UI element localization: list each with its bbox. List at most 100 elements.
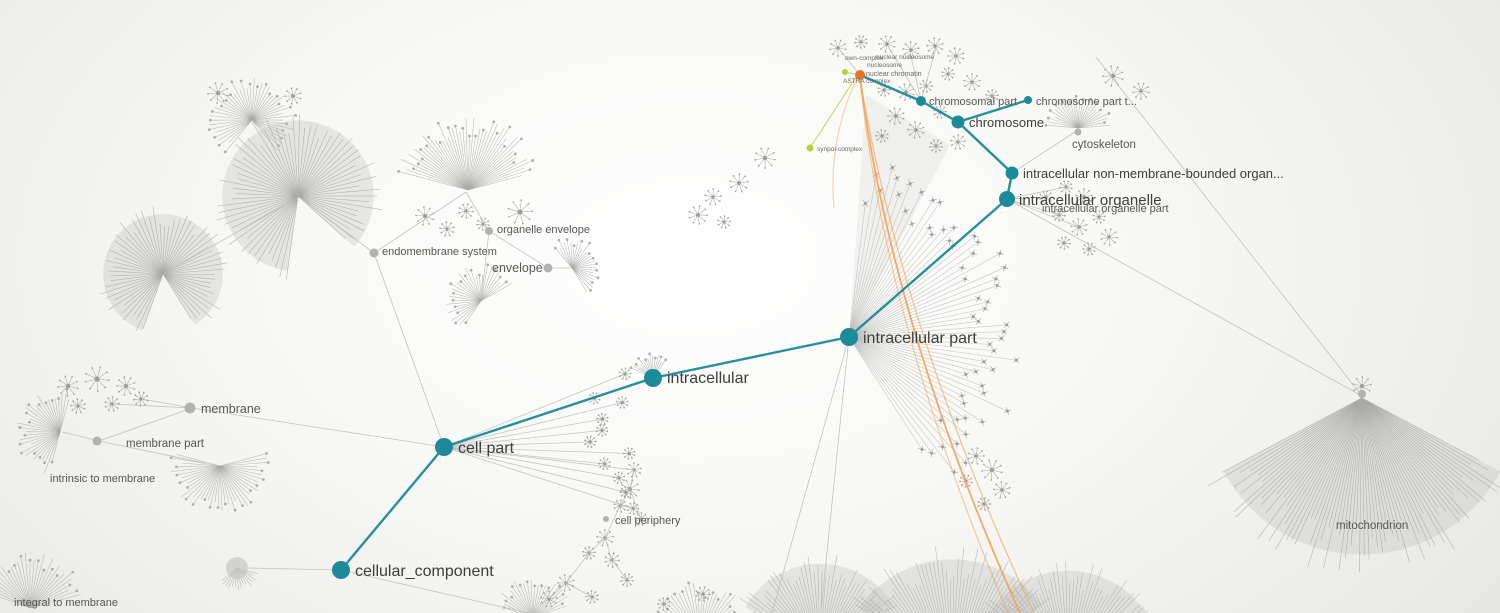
graph-node-green-dot[interactable] (842, 69, 848, 75)
graph-edge (373, 252, 445, 448)
leaf-cluster[interactable] (887, 107, 905, 125)
graph-node-mitochondrion[interactable] (1358, 390, 1366, 398)
leaf-cluster[interactable] (981, 459, 1003, 481)
leaf-cluster[interactable] (941, 67, 955, 81)
graph-node-pie-node[interactable] (226, 557, 248, 579)
leaf-cluster[interactable] (902, 41, 920, 59)
graph-node-chromosomal-part[interactable] (916, 96, 926, 106)
node-label: intracellular part (863, 330, 977, 347)
leaf-cluster[interactable] (704, 188, 722, 206)
graph-node-chromosome[interactable] (951, 115, 965, 129)
leaf-cluster[interactable] (717, 215, 731, 229)
tiny-node-label: nuclear chromatin (866, 71, 922, 78)
leaf-cluster[interactable] (1057, 236, 1071, 250)
graph-edge (909, 51, 922, 102)
leaf-cluster[interactable] (70, 398, 86, 414)
leaf-cluster[interactable] (1082, 242, 1096, 256)
graph-node-intracellular-part[interactable] (840, 328, 858, 346)
leaf-cluster[interactable] (133, 391, 149, 407)
leaf-cluster[interactable] (1092, 210, 1106, 224)
graph-node-membrane-part[interactable] (92, 436, 102, 446)
graph-node-endomembrane-system[interactable] (369, 248, 379, 258)
leaf-cluster[interactable] (963, 73, 981, 91)
leaf-cluster[interactable] (688, 205, 708, 225)
graph-node-cytoskeleton[interactable] (1074, 128, 1082, 136)
node-label: intracellular non-membrane-bounded organ… (1023, 166, 1284, 181)
graph-node-cell-periphery[interactable] (603, 516, 609, 522)
leaf-cluster[interactable] (626, 502, 640, 515)
leaf-cluster[interactable] (754, 147, 776, 169)
node-label: membrane part (126, 438, 205, 450)
graph-edge (298, 196, 375, 254)
leaf-cluster[interactable] (284, 87, 302, 105)
graph-edge (771, 336, 850, 613)
leaf-cluster[interactable] (829, 39, 847, 57)
leaf-cluster[interactable] (854, 35, 868, 49)
cluster-fan (397, 117, 535, 191)
leaf-cluster[interactable] (695, 586, 711, 602)
leaf-cluster[interactable] (878, 35, 896, 53)
leaf-cluster[interactable] (967, 447, 985, 465)
leaf-cluster[interactable] (439, 221, 455, 237)
leaf-cluster[interactable] (929, 139, 943, 153)
graph-edge (98, 440, 206, 464)
leaf-cluster[interactable] (985, 89, 999, 103)
graph-node-synpol-complex[interactable] (806, 144, 814, 152)
leaf-cluster[interactable] (415, 206, 435, 226)
leaf-cluster[interactable] (84, 366, 110, 392)
leaf-cluster[interactable] (620, 573, 634, 587)
graph-node-chromosome-part[interactable] (1024, 96, 1032, 104)
leaf-cluster[interactable] (585, 590, 599, 604)
leaf-cluster[interactable] (622, 447, 636, 460)
leaf-cluster[interactable] (626, 462, 642, 478)
node-label: chromosomal part (929, 96, 1017, 108)
highlight-path-edge (859, 73, 922, 103)
leaf-cluster[interactable] (1100, 228, 1118, 246)
leaf-cluster[interactable] (1075, 188, 1093, 206)
leaf-cluster[interactable] (947, 47, 965, 65)
leaf-cluster[interactable] (875, 129, 889, 143)
leaf-cluster[interactable] (950, 134, 966, 150)
leaf-cluster[interactable] (616, 396, 629, 409)
leaf-cluster[interactable] (907, 121, 925, 139)
leaf-cluster[interactable] (926, 37, 944, 55)
leaf-cluster[interactable] (729, 173, 749, 193)
leaf-cluster[interactable] (657, 597, 671, 611)
graph-node-cell-part[interactable] (435, 438, 453, 456)
graph-node-organelle-envelope[interactable] (485, 227, 493, 235)
leaf-cluster[interactable] (596, 412, 609, 426)
leaf-cluster[interactable] (1132, 82, 1150, 100)
leaf-cluster[interactable] (897, 83, 915, 101)
graph-node-envelope[interactable] (543, 263, 553, 273)
node-label: intracellular organelle (1019, 192, 1162, 209)
graph-node-cellular-component[interactable] (332, 561, 350, 579)
leaf-cluster[interactable] (612, 471, 626, 485)
leaf-cluster[interactable] (613, 499, 627, 513)
leaf-cluster[interactable] (993, 481, 1011, 499)
graph-node-intracellular[interactable] (644, 369, 662, 387)
leaf-cluster[interactable] (595, 424, 609, 437)
graph-node-nuclear-chromatin[interactable] (855, 70, 865, 80)
leaf-cluster[interactable] (458, 203, 474, 219)
leaf-cluster[interactable] (540, 590, 558, 608)
graph-node-intracellular-non-membrane-bounded-organelle[interactable] (1005, 166, 1019, 180)
leaf-cluster[interactable] (618, 367, 632, 381)
leaf-cluster[interactable] (207, 82, 229, 104)
leaf-cluster[interactable] (584, 435, 597, 449)
cluster-fan (100, 206, 228, 331)
graph-node-membrane[interactable] (184, 402, 196, 414)
leaf-cluster[interactable] (507, 199, 533, 225)
leaf-cluster[interactable] (634, 512, 648, 526)
leaf-cluster[interactable] (476, 217, 490, 231)
leaf-cluster[interactable] (104, 396, 120, 412)
graph-edge (619, 488, 631, 507)
leaf-cluster[interactable] (1059, 180, 1073, 194)
leaf-cluster[interactable] (116, 376, 136, 396)
graph-edge (611, 559, 628, 581)
leaf-cluster[interactable] (1102, 65, 1124, 87)
leaf-cluster[interactable] (598, 457, 611, 471)
graph-node-intracellular-organelle[interactable] (999, 191, 1015, 207)
leaf-cluster[interactable] (57, 375, 79, 397)
leaf-cluster[interactable] (1070, 218, 1088, 236)
